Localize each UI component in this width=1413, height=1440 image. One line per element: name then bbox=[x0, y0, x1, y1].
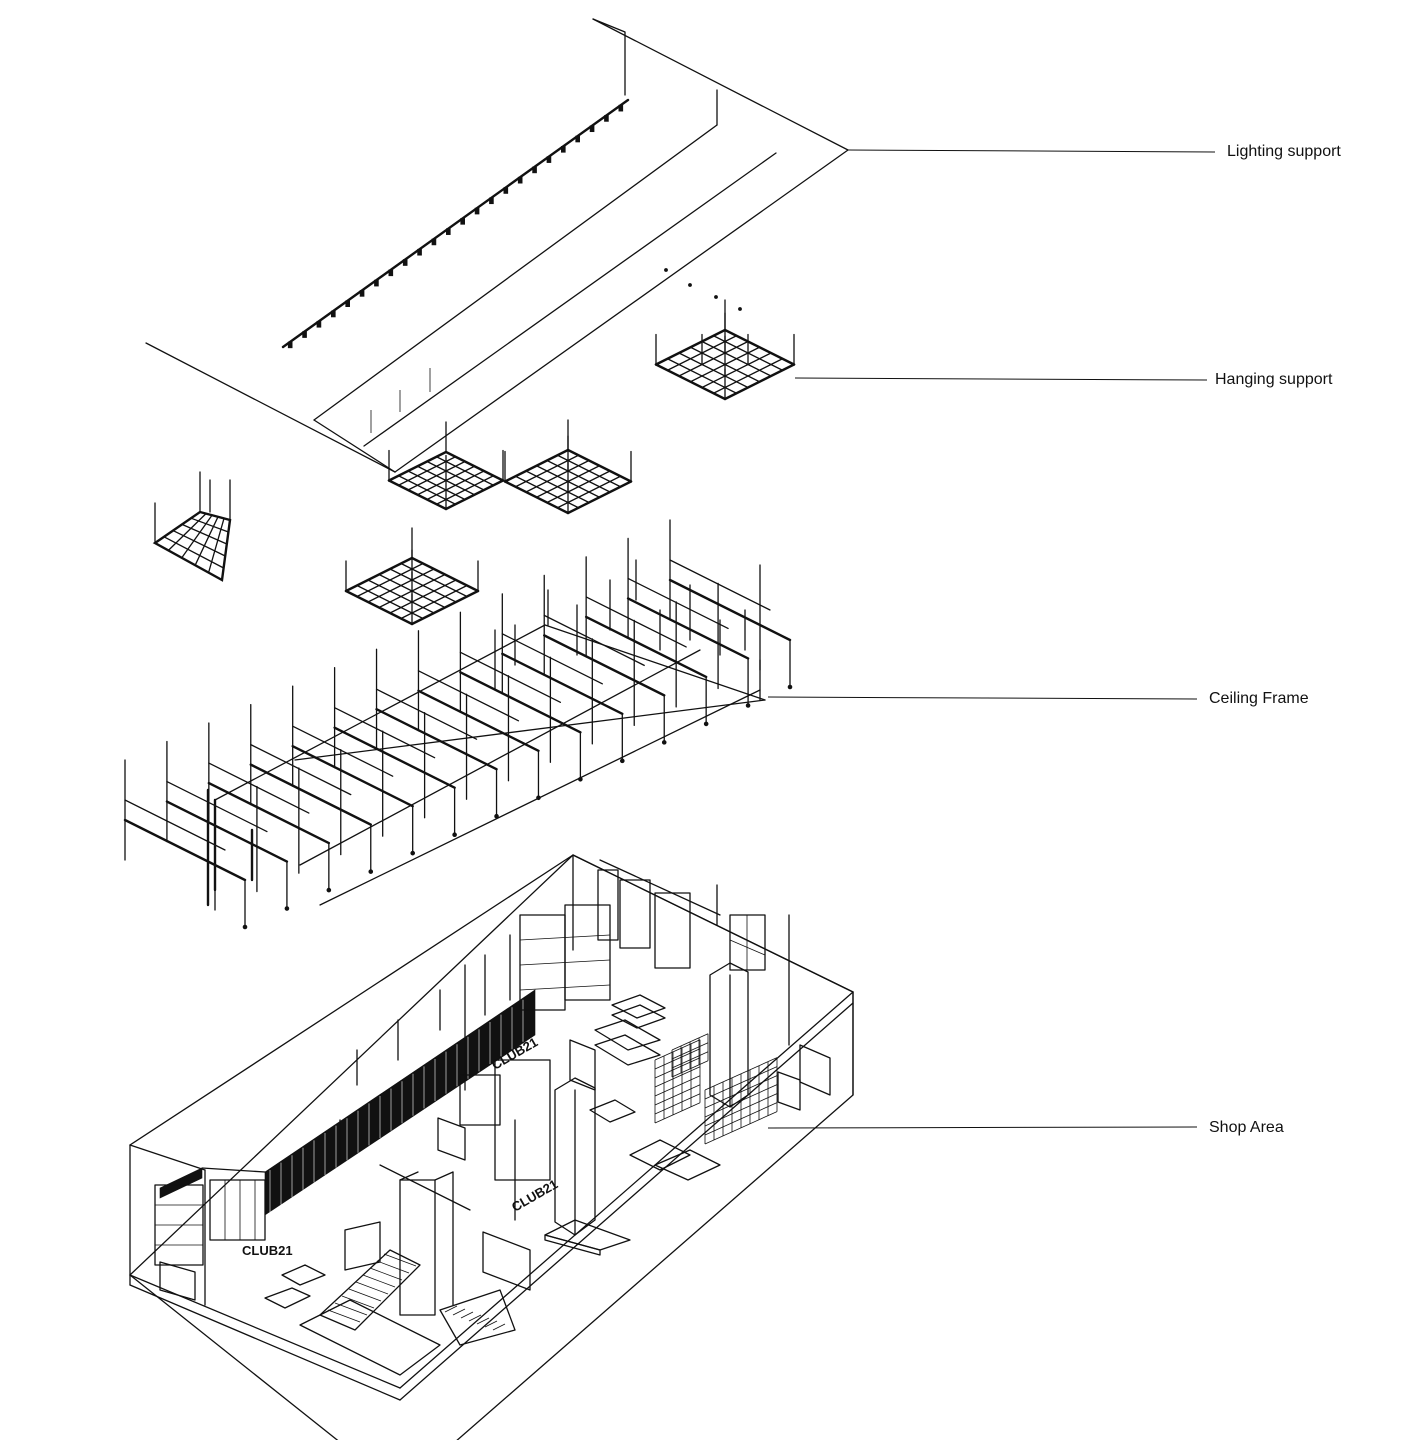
ceiling-truss bbox=[626, 537, 751, 708]
shop-logo-text-2: CLUB21 bbox=[509, 1176, 560, 1214]
spotlight bbox=[302, 331, 307, 338]
spotlight bbox=[460, 218, 465, 225]
spotlight bbox=[345, 300, 350, 307]
ceiling-beam bbox=[214, 624, 546, 801]
spotlight bbox=[446, 228, 451, 235]
spotlight bbox=[546, 156, 552, 163]
spotlight bbox=[489, 197, 494, 205]
spotlight bbox=[589, 125, 595, 133]
ceiling-truss bbox=[543, 574, 667, 745]
shop-area-text: Shop Area bbox=[1209, 1119, 1284, 1136]
spotlight bbox=[474, 207, 480, 215]
spotlight bbox=[561, 146, 566, 153]
ceiling-truss bbox=[291, 685, 415, 856]
lighting-support-layer bbox=[145, 18, 849, 473]
spotlight bbox=[388, 269, 394, 277]
ceiling-truss bbox=[333, 667, 457, 837]
ceiling-truss bbox=[417, 630, 541, 801]
spotlight bbox=[417, 248, 422, 256]
lighting-support-label: Lighting support bbox=[847, 143, 1341, 160]
ceiling-truss bbox=[501, 593, 625, 764]
spotlight bbox=[331, 310, 336, 318]
grid-shelf bbox=[704, 1057, 778, 1145]
shop-logo-text: CLUB21 bbox=[242, 1243, 293, 1258]
ceiling-frame-layer bbox=[123, 519, 793, 930]
spotlight bbox=[402, 259, 408, 266]
ceiling-truss bbox=[668, 519, 793, 690]
shop-area-layer: CLUB21 CLUB21 CLUB21 bbox=[129, 854, 854, 1440]
grid-shelf bbox=[671, 1033, 709, 1078]
spotlight bbox=[287, 341, 293, 349]
spotlight bbox=[532, 166, 537, 174]
ceiling-frame-label: Ceiling Frame bbox=[767, 690, 1309, 707]
spotlight bbox=[503, 187, 509, 194]
hanging-support-text: Hanging support bbox=[1215, 371, 1333, 388]
shop-area-label: Shop Area bbox=[767, 1119, 1284, 1136]
ceiling-frame-text: Ceiling Frame bbox=[1209, 690, 1309, 707]
spotlight bbox=[374, 279, 379, 287]
spotlight bbox=[316, 320, 322, 328]
hanging-grid-small bbox=[152, 471, 232, 582]
ceiling-beam bbox=[319, 689, 761, 906]
ceiling-truss bbox=[249, 703, 374, 874]
hanging-support-label: Hanging support bbox=[794, 371, 1333, 388]
spotlight bbox=[604, 115, 609, 122]
ceiling-truss bbox=[584, 556, 709, 727]
hanging-grid bbox=[654, 299, 796, 401]
lighting-support-text: Lighting support bbox=[1227, 143, 1341, 160]
hanging-grid bbox=[503, 419, 633, 515]
spotlight bbox=[575, 135, 580, 143]
ceiling-beam bbox=[299, 649, 701, 866]
spotlight bbox=[618, 104, 624, 112]
spotlight bbox=[359, 290, 365, 297]
ceiling-truss bbox=[123, 759, 248, 930]
ceiling-truss bbox=[375, 648, 499, 819]
ceiling-beam bbox=[544, 624, 766, 701]
hanging-support-layer bbox=[152, 299, 796, 626]
ceiling-beam bbox=[294, 699, 766, 761]
spotlight bbox=[431, 238, 437, 246]
ceiling-truss bbox=[165, 740, 290, 911]
hanging-grid bbox=[387, 421, 505, 511]
hanging-grid bbox=[344, 527, 480, 626]
grid-shelf bbox=[654, 1039, 701, 1124]
spotlight bbox=[517, 176, 523, 184]
